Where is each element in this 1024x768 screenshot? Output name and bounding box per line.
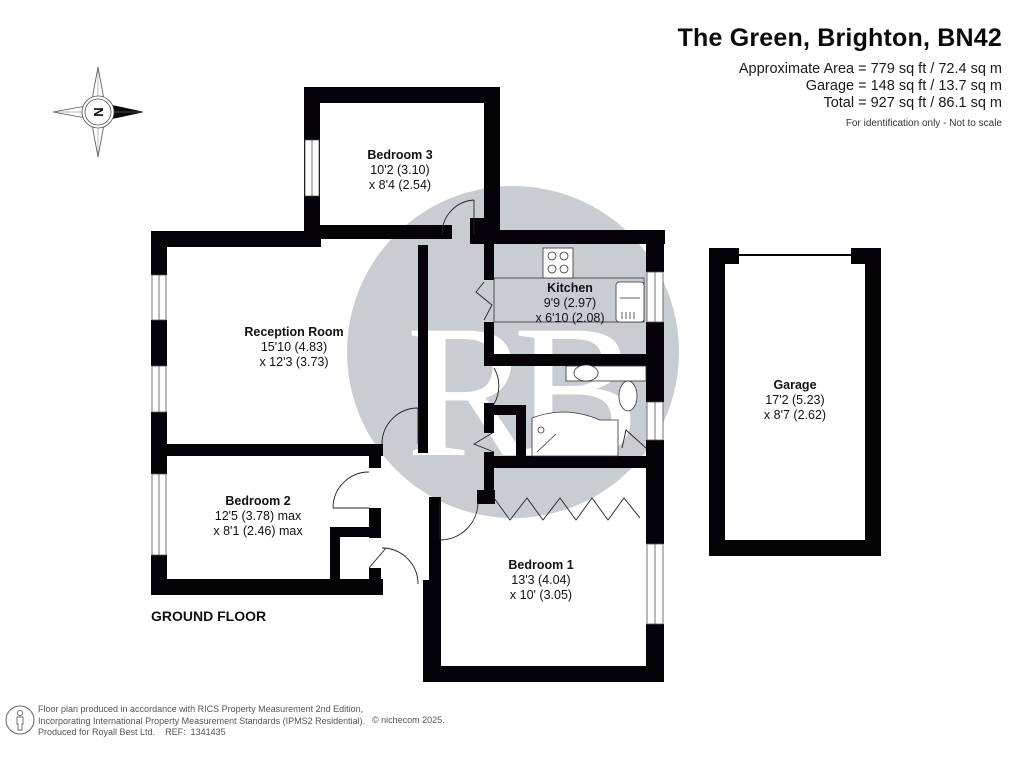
room-name: Reception Room — [244, 325, 344, 339]
walls — [151, 87, 881, 682]
room-dimension-2: x 12'3 (3.73) — [259, 355, 329, 369]
room-bedroom-3: Bedroom 3 10'2 (3.10) x 8'4 (2.54) — [367, 148, 432, 193]
room-dimension-1: 15'10 (4.83) — [260, 340, 328, 354]
room-bedroom-2: Bedroom 2 12'5 (3.78) max x 8'1 (2.46) m… — [213, 494, 302, 539]
footer-line-3: Produced for Royall Best Ltd. REF: 13414… — [38, 727, 226, 737]
floor-label: GROUND FLOOR — [151, 608, 267, 624]
room-dimension-2: x 8'1 (2.46) max — [213, 524, 303, 538]
room-garage: Garage 17'2 (5.23) x 8'7 (2.62) — [764, 378, 826, 423]
room-name: Bedroom 2 — [225, 494, 291, 508]
footer-line-1: Floor plan produced in accordance with R… — [38, 704, 364, 714]
room-name: Kitchen — [547, 281, 593, 295]
room-name: Bedroom 3 — [367, 148, 433, 162]
compass-north-icon: N — [52, 66, 144, 158]
fixtures — [493, 247, 647, 457]
room-dimension-1: 17'2 (5.23) — [765, 393, 825, 407]
room-dimension-2: x 10' (3.05) — [509, 588, 573, 602]
room-dimension-1: 12'5 (3.78) max — [214, 509, 302, 523]
room-name: Bedroom 1 — [508, 558, 574, 572]
room-kitchen: Kitchen 9'9 (2.97) x 6'10 (2.08) — [535, 281, 604, 326]
copyright: © nichecom 2025. — [372, 715, 445, 725]
plan-header: The Green, Brighton, BN42 Approximate Ar… — [678, 24, 1002, 129]
room-bedroom-1: Bedroom 1 13'3 (4.04) x 10' (3.05) — [508, 558, 573, 603]
room-dimension-1: 13'3 (4.04) — [511, 573, 571, 587]
garage-area: Garage = 148 sq ft / 13.7 sq m — [805, 78, 1002, 94]
room-dimension-2: x 8'4 (2.54) — [368, 178, 432, 192]
room-name: Garage — [773, 378, 817, 392]
room-dimension-2: x 8'7 (2.62) — [763, 408, 827, 422]
scale-disclaimer: For identification only - Not to scale — [845, 118, 1002, 129]
svg-text:N: N — [91, 107, 106, 116]
doors — [332, 199, 647, 585]
windows — [151, 139, 664, 625]
person-icon — [5, 705, 35, 735]
total-area: Total = 927 sq ft / 86.1 sq m — [823, 95, 1002, 111]
approximate-area: Approximate Area = 779 sq ft / 72.4 sq m — [738, 61, 1002, 77]
room-dimension-1: 10'2 (3.10) — [370, 163, 430, 177]
room-dimension-2: x 6'10 (2.08) — [535, 311, 605, 325]
footer-notes: Floor plan produced in accordance with R… — [38, 704, 365, 739]
property-title: The Green, Brighton, BN42 — [677, 24, 1002, 52]
room-reception: Reception Room 15'10 (4.83) x 12'3 (3.73… — [244, 325, 343, 370]
room-dimension-1: 9'9 (2.97) — [543, 296, 597, 310]
footer-line-2: Incorporating International Property Mea… — [38, 715, 366, 726]
